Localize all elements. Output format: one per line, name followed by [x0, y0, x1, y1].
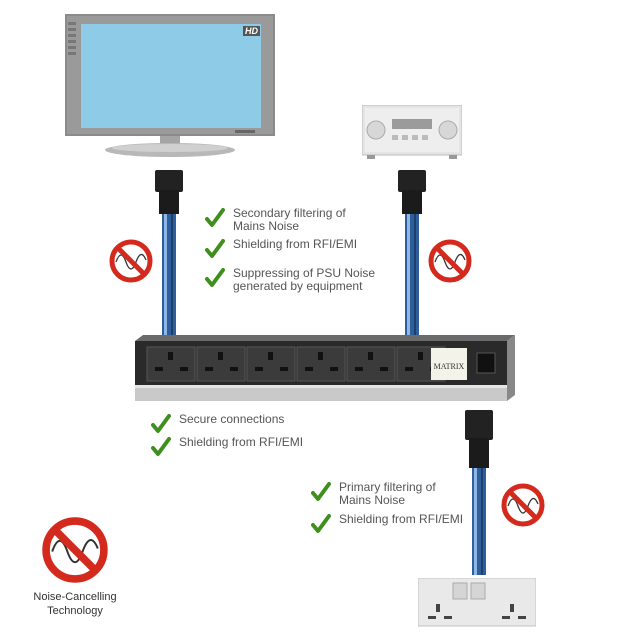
tv: HD [65, 14, 275, 159]
noise-cancelling-icon [108, 238, 154, 284]
checkmark-icon [205, 208, 225, 227]
checkmark-icon [311, 514, 331, 533]
power-strip-label: MATRIX [433, 362, 465, 371]
feature-text: Primary filtering of Mains Noise [339, 480, 436, 507]
noise-cancelling-icon [500, 482, 546, 528]
feature-item: Shielding from RFI/EMI [151, 436, 303, 457]
feature-item: Primary filtering of Mains Noise [311, 481, 436, 507]
feature-text: Secondary filtering of Mains Noise [233, 206, 346, 233]
checkmark-icon [205, 268, 225, 287]
feature-text: Shielding from RFI/EMI [179, 435, 304, 449]
noise-cancelling-icon [427, 238, 473, 284]
feature-item: Secure connections [151, 413, 284, 434]
legend: Noise-Cancelling Technology [25, 515, 125, 618]
tv-cable [152, 170, 186, 335]
noise-cancelling-icon [40, 515, 110, 585]
checkmark-icon [205, 239, 225, 258]
legend-caption: Noise-Cancelling Technology [33, 591, 117, 617]
feature-item: Shielding from RFI/EMI [205, 238, 357, 259]
wall-socket [418, 578, 536, 628]
checkmark-icon [151, 437, 171, 456]
feature-text: Suppressing of PSU Noise generated by eq… [233, 266, 376, 293]
checkmark-icon [311, 482, 331, 501]
feature-item: Secondary filtering of Mains Noise [205, 207, 346, 233]
feature-text: Secure connections [179, 412, 285, 426]
checkmark-icon [151, 414, 171, 433]
feature-item: Shielding from RFI/EMI [311, 513, 463, 534]
av-receiver [362, 105, 462, 160]
hd-badge: HD [243, 26, 260, 36]
feature-item: Suppressing of PSU Noise generated by eq… [205, 267, 375, 293]
feature-text: Shielding from RFI/EMI [233, 237, 358, 251]
power-strip: MATRIX [135, 335, 515, 405]
receiver-cable [395, 170, 429, 335]
mains-cable [462, 410, 496, 575]
feature-text: Shielding from RFI/EMI [339, 512, 464, 526]
